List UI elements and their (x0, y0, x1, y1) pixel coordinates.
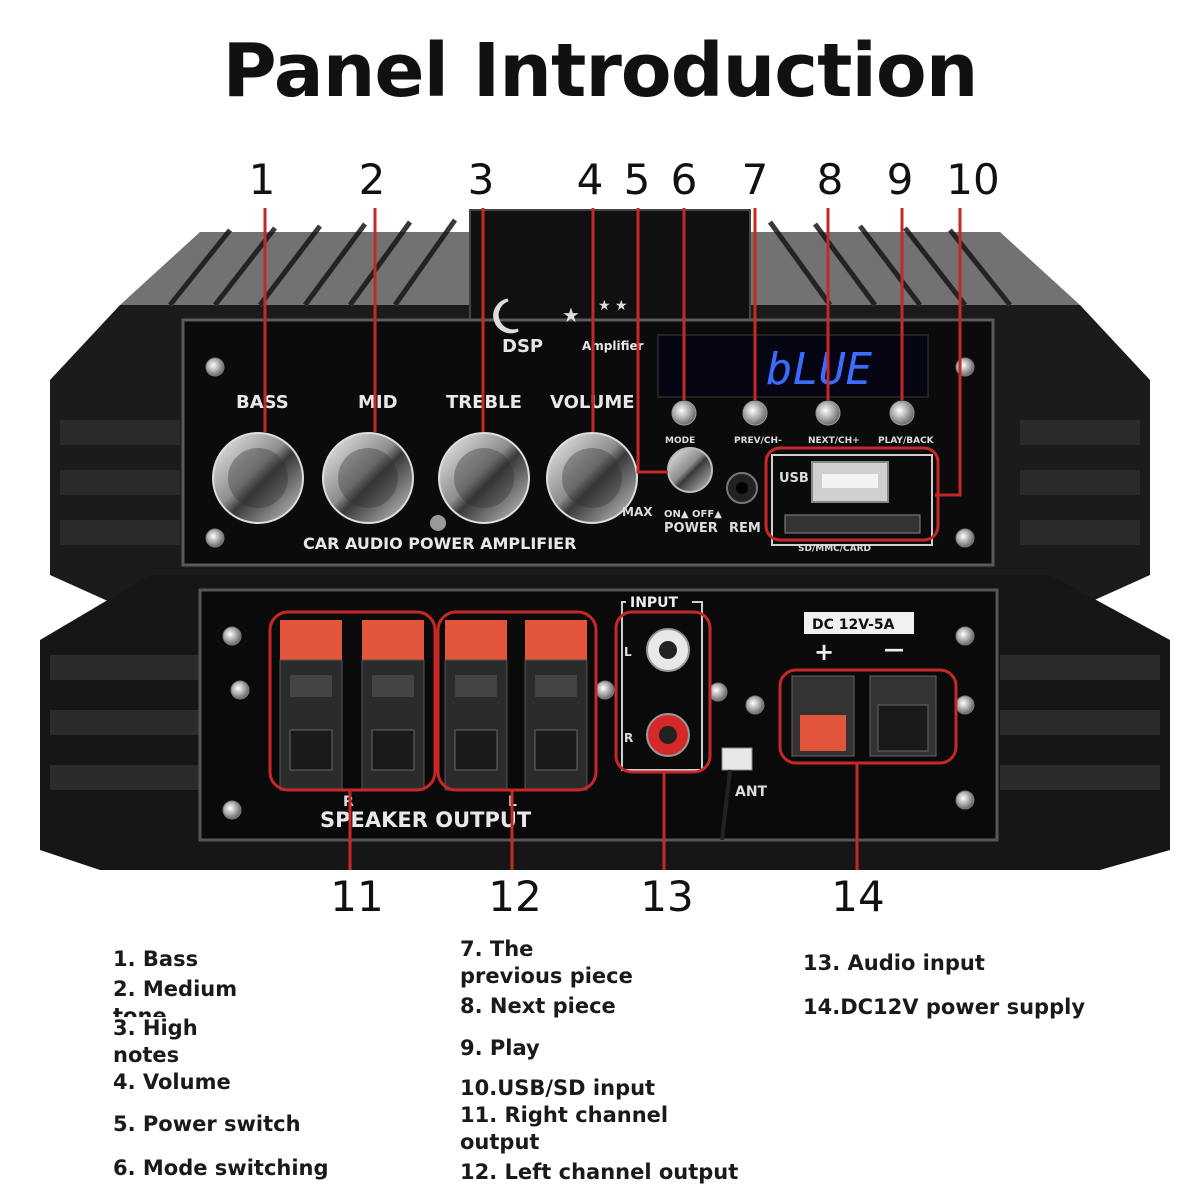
legend-item: 6. Mode switching (113, 1156, 329, 1180)
input-l-label: L (624, 645, 632, 659)
mode-label: MODE (665, 436, 695, 446)
callout-number: 8 (816, 155, 844, 204)
dc-power-terminals[interactable] (791, 675, 937, 757)
play-button[interactable] (889, 400, 915, 426)
volume-scale-max: MAX (622, 505, 653, 519)
next-button[interactable] (815, 400, 841, 426)
callout-lines (263, 208, 962, 870)
front-bottom-label: CAR AUDIO POWER AMPLIFIER (303, 534, 576, 553)
power-state-label: ON▲ OFF▲ (664, 509, 722, 520)
callout-number: 3 (467, 155, 495, 204)
usb-sd-area (771, 454, 933, 546)
play-label: PLAY/BACK (878, 436, 935, 446)
mid-knob[interactable] (322, 432, 414, 524)
callout-number: 7 (741, 155, 769, 204)
usb-label: USB (779, 471, 809, 486)
display-screen (657, 334, 929, 398)
callout-number: 11 (330, 872, 384, 921)
speaker-output-label: SPEAKER OUTPUT (320, 808, 532, 832)
callout-number: 5 (623, 155, 651, 204)
logo-icon: ★ ★ ★ (493, 298, 628, 334)
legend-item: tone (113, 1004, 167, 1017)
rca-input-left[interactable] (646, 628, 690, 672)
power-label: POWER (664, 521, 718, 536)
callout-number: 9 (886, 155, 914, 204)
callout-number: 4 (576, 155, 604, 204)
legend-item: 5. Power switch (113, 1112, 301, 1136)
callout-number: 6 (670, 155, 698, 204)
prev-button[interactable] (742, 400, 768, 426)
power-switch[interactable] (667, 447, 713, 493)
rem-label: REM (729, 521, 761, 536)
speaker-terminals[interactable] (279, 620, 588, 791)
rca-input-right[interactable] (646, 713, 690, 757)
svg-text:★: ★ (562, 303, 580, 327)
legend-item: 8. Next piece (460, 994, 616, 1018)
indicator-led (430, 515, 446, 531)
rem-jack[interactable] (726, 472, 758, 504)
legend-item: 7. The (460, 937, 534, 961)
dc-label: DC 12V-5A (812, 617, 895, 633)
svg-text:★ ★: ★ ★ (598, 298, 628, 314)
legend-item: 3. High (113, 1016, 198, 1040)
callout-number: 1 (248, 155, 276, 204)
callout-number: 13 (640, 872, 694, 921)
legend-item: 4. Volume (113, 1070, 231, 1094)
next-label: NEXT/CH+ (808, 436, 860, 446)
callout-number: 14 (831, 872, 885, 921)
volume-knob[interactable] (546, 432, 638, 524)
legend-item: 1. Bass (113, 947, 199, 971)
input-label: INPUT (630, 595, 679, 611)
antenna-connector[interactable] (720, 747, 753, 841)
usb-port[interactable] (811, 461, 889, 503)
brand-label: DSP (502, 336, 543, 357)
screw-icon (222, 626, 975, 820)
ant-label: ANT (735, 784, 768, 800)
legend-item: 10.USB/SD input (460, 1076, 656, 1100)
minus-label: — (884, 637, 904, 661)
callout-number: 10 (946, 155, 1000, 204)
legend-item: 14.DC12V power supply (803, 995, 1086, 1019)
knob-label-mid: MID (358, 392, 398, 413)
legend-item: 9. Play (460, 1036, 540, 1060)
legend-item: output (460, 1130, 540, 1154)
input-r-label: R (624, 731, 633, 745)
legend-column-3: 13. Audio input 14.DC12V power supply (803, 950, 1163, 1021)
bass-knob[interactable] (212, 432, 304, 524)
mode-button[interactable] (671, 400, 697, 426)
prev-label: PREV/CH- (734, 436, 782, 446)
plus-label: + (814, 638, 834, 666)
legend-item: 11. Right channel (460, 1103, 669, 1127)
callout-number: 12 (488, 872, 542, 921)
card-label: SD/MMC/CARD (798, 544, 871, 554)
legend-column-1: 1. Bass 2. Medium tone 3. High notes 4. … (113, 946, 433, 1182)
sd-card-slot[interactable] (784, 514, 921, 534)
legend-item: 12. Left channel output (460, 1160, 739, 1184)
knob-label-bass: BASS (236, 392, 289, 413)
model-label: Amplifier (582, 339, 644, 353)
page-title: Panel Introduction (222, 28, 979, 114)
treble-knob[interactable] (438, 432, 530, 524)
display-text: bLUE (766, 344, 872, 395)
legend-item: notes (113, 1043, 180, 1067)
legend-item: previous piece (460, 964, 633, 988)
callout-number: 2 (358, 155, 386, 204)
legend-column-2: 7. The previous piece 8. Next piece 9. P… (460, 936, 790, 1186)
legend-item: 13. Audio input (803, 951, 985, 975)
legend-item: 2. Medium (113, 977, 238, 1001)
dc-label-plate (804, 612, 914, 634)
